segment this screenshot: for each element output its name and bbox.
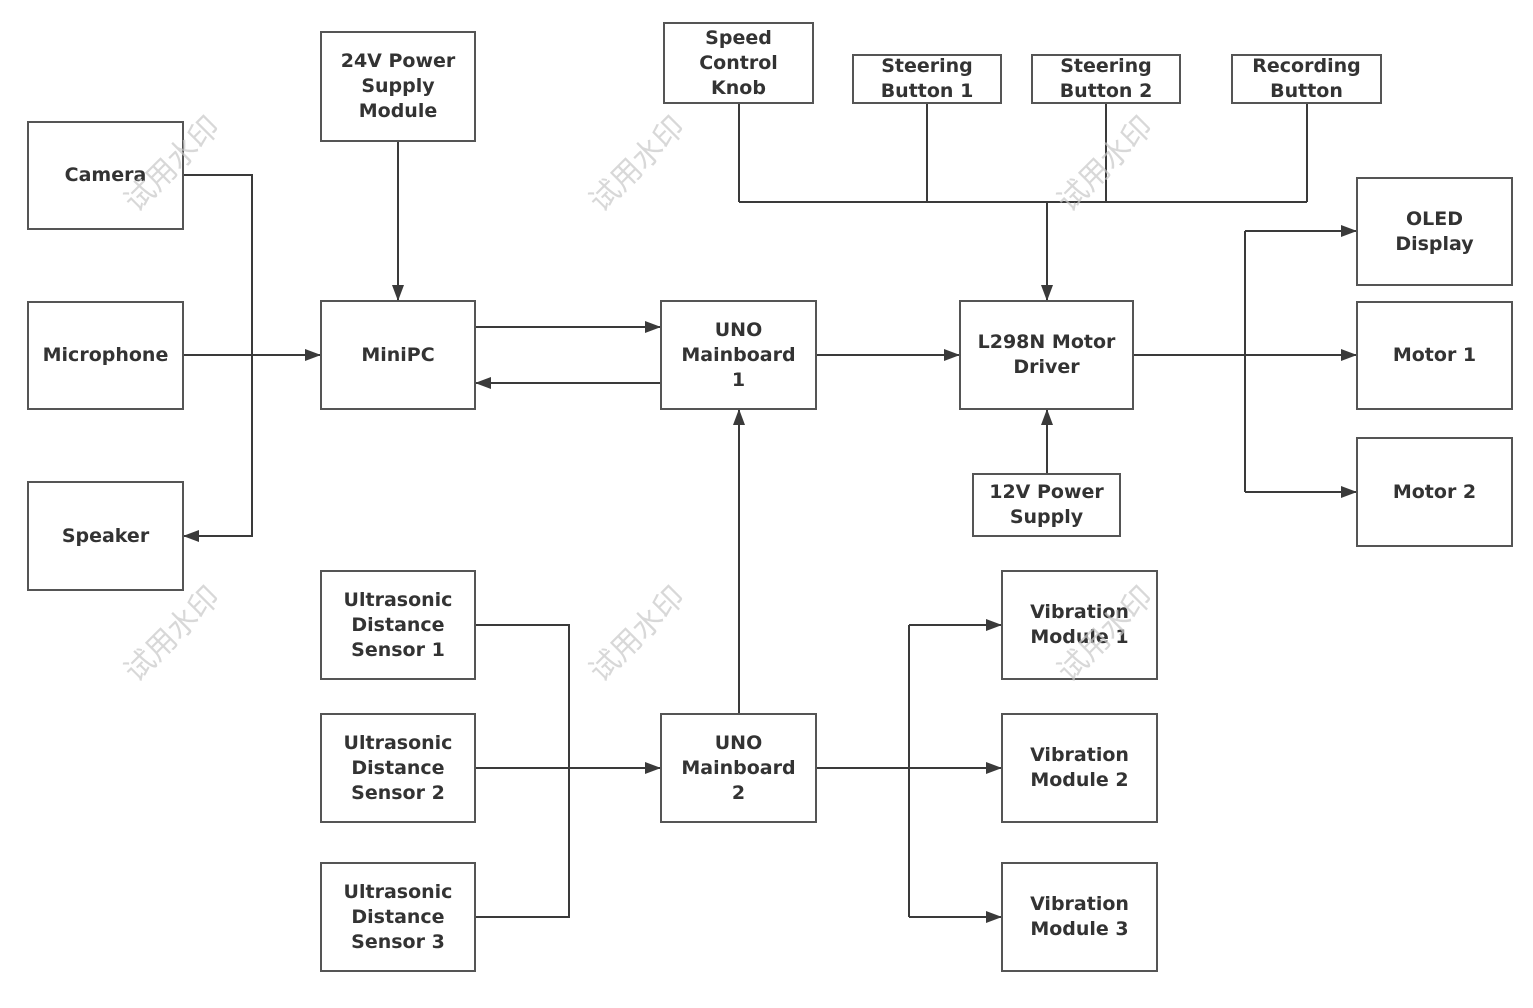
ultrasonic-sensor-3-label: Ultrasonic Distance Sensor 3 [343, 880, 453, 953]
motor-1-node: Motor 1 [1356, 301, 1513, 410]
steering-button-2-node: Steering Button 2 [1031, 54, 1181, 104]
bus-to-speaker-line [183, 355, 253, 542]
ultrasonic-sensor-3-node: Ultrasonic Distance Sensor 3 [320, 862, 476, 972]
recording-button-node: Recording Button [1231, 54, 1382, 104]
motor-1-label: Motor 1 [1392, 344, 1477, 366]
power-24v-node: 24V Power Supply Module [320, 31, 476, 142]
vibration-module-3-label: Vibration Module 3 [1030, 893, 1129, 940]
speed-control-knob-label: Speed Control Knob [699, 26, 778, 99]
camera-node: Camera [27, 121, 184, 230]
steering-button-2-label: Steering Button 2 [1059, 55, 1153, 102]
ultrasonic-sensor-2-label: Ultrasonic Distance Sensor 2 [343, 731, 453, 804]
vibration-module-1-node: Vibration Module 1 [1001, 570, 1158, 680]
vibration-module-2-node: Vibration Module 2 [1001, 713, 1158, 823]
ultrasonic-sensor-1-label: Ultrasonic Distance Sensor 1 [343, 588, 453, 661]
speaker-label: Speaker [61, 524, 150, 547]
uno-mainboard-1-node: UNO Mainboard 1 [660, 300, 817, 410]
us3-line [476, 768, 570, 918]
ultrasonic-sensor-2-node: Ultrasonic Distance Sensor 2 [320, 713, 476, 823]
power-12v-node: 12V Power Supply [972, 473, 1121, 537]
ultrasonic-sensor-1-node: Ultrasonic Distance Sensor 1 [320, 570, 476, 680]
microphone-node: Microphone [27, 301, 184, 410]
motor-2-label: Motor 2 [1392, 480, 1477, 503]
l298n-motor-driver-label: L298N Motor Driver [977, 331, 1116, 378]
minipc-node: MiniPC [320, 300, 476, 410]
vibration-module-3-node: Vibration Module 3 [1001, 862, 1158, 972]
camera-to-bus-line [184, 174, 253, 355]
oled-display-label: OLED Display [1395, 207, 1474, 255]
camera-label: Camera [64, 164, 147, 186]
l298n-motor-driver-node: L298N Motor Driver [959, 300, 1134, 410]
steering-button-1-label: Steering Button 1 [880, 55, 974, 102]
steering-button-1-node: Steering Button 1 [852, 54, 1002, 104]
uno-mainboard-2-node: UNO Mainboard 2 [660, 713, 817, 823]
us1-line [476, 624, 570, 768]
vibration-module-1-label: Vibration Module 1 [1030, 601, 1129, 648]
minipc-label: MiniPC [361, 343, 435, 366]
speed-control-knob-node: Speed Control Knob [663, 22, 814, 104]
uno-mainboard-1-label: UNO Mainboard 1 [681, 318, 796, 391]
microphone-label: Microphone [42, 344, 169, 366]
motor-2-node: Motor 2 [1356, 437, 1513, 547]
vibration-module-2-label: Vibration Module 2 [1030, 744, 1129, 791]
oled-display-node: OLED Display [1356, 177, 1513, 286]
speaker-node: Speaker [27, 481, 184, 591]
recording-button-label: Recording Button [1252, 55, 1361, 102]
power-24v-label: 24V Power Supply Module [340, 50, 456, 122]
power-12v-label: 12V Power Supply [989, 481, 1104, 528]
uno-mainboard-2-label: UNO Mainboard 2 [681, 731, 796, 804]
